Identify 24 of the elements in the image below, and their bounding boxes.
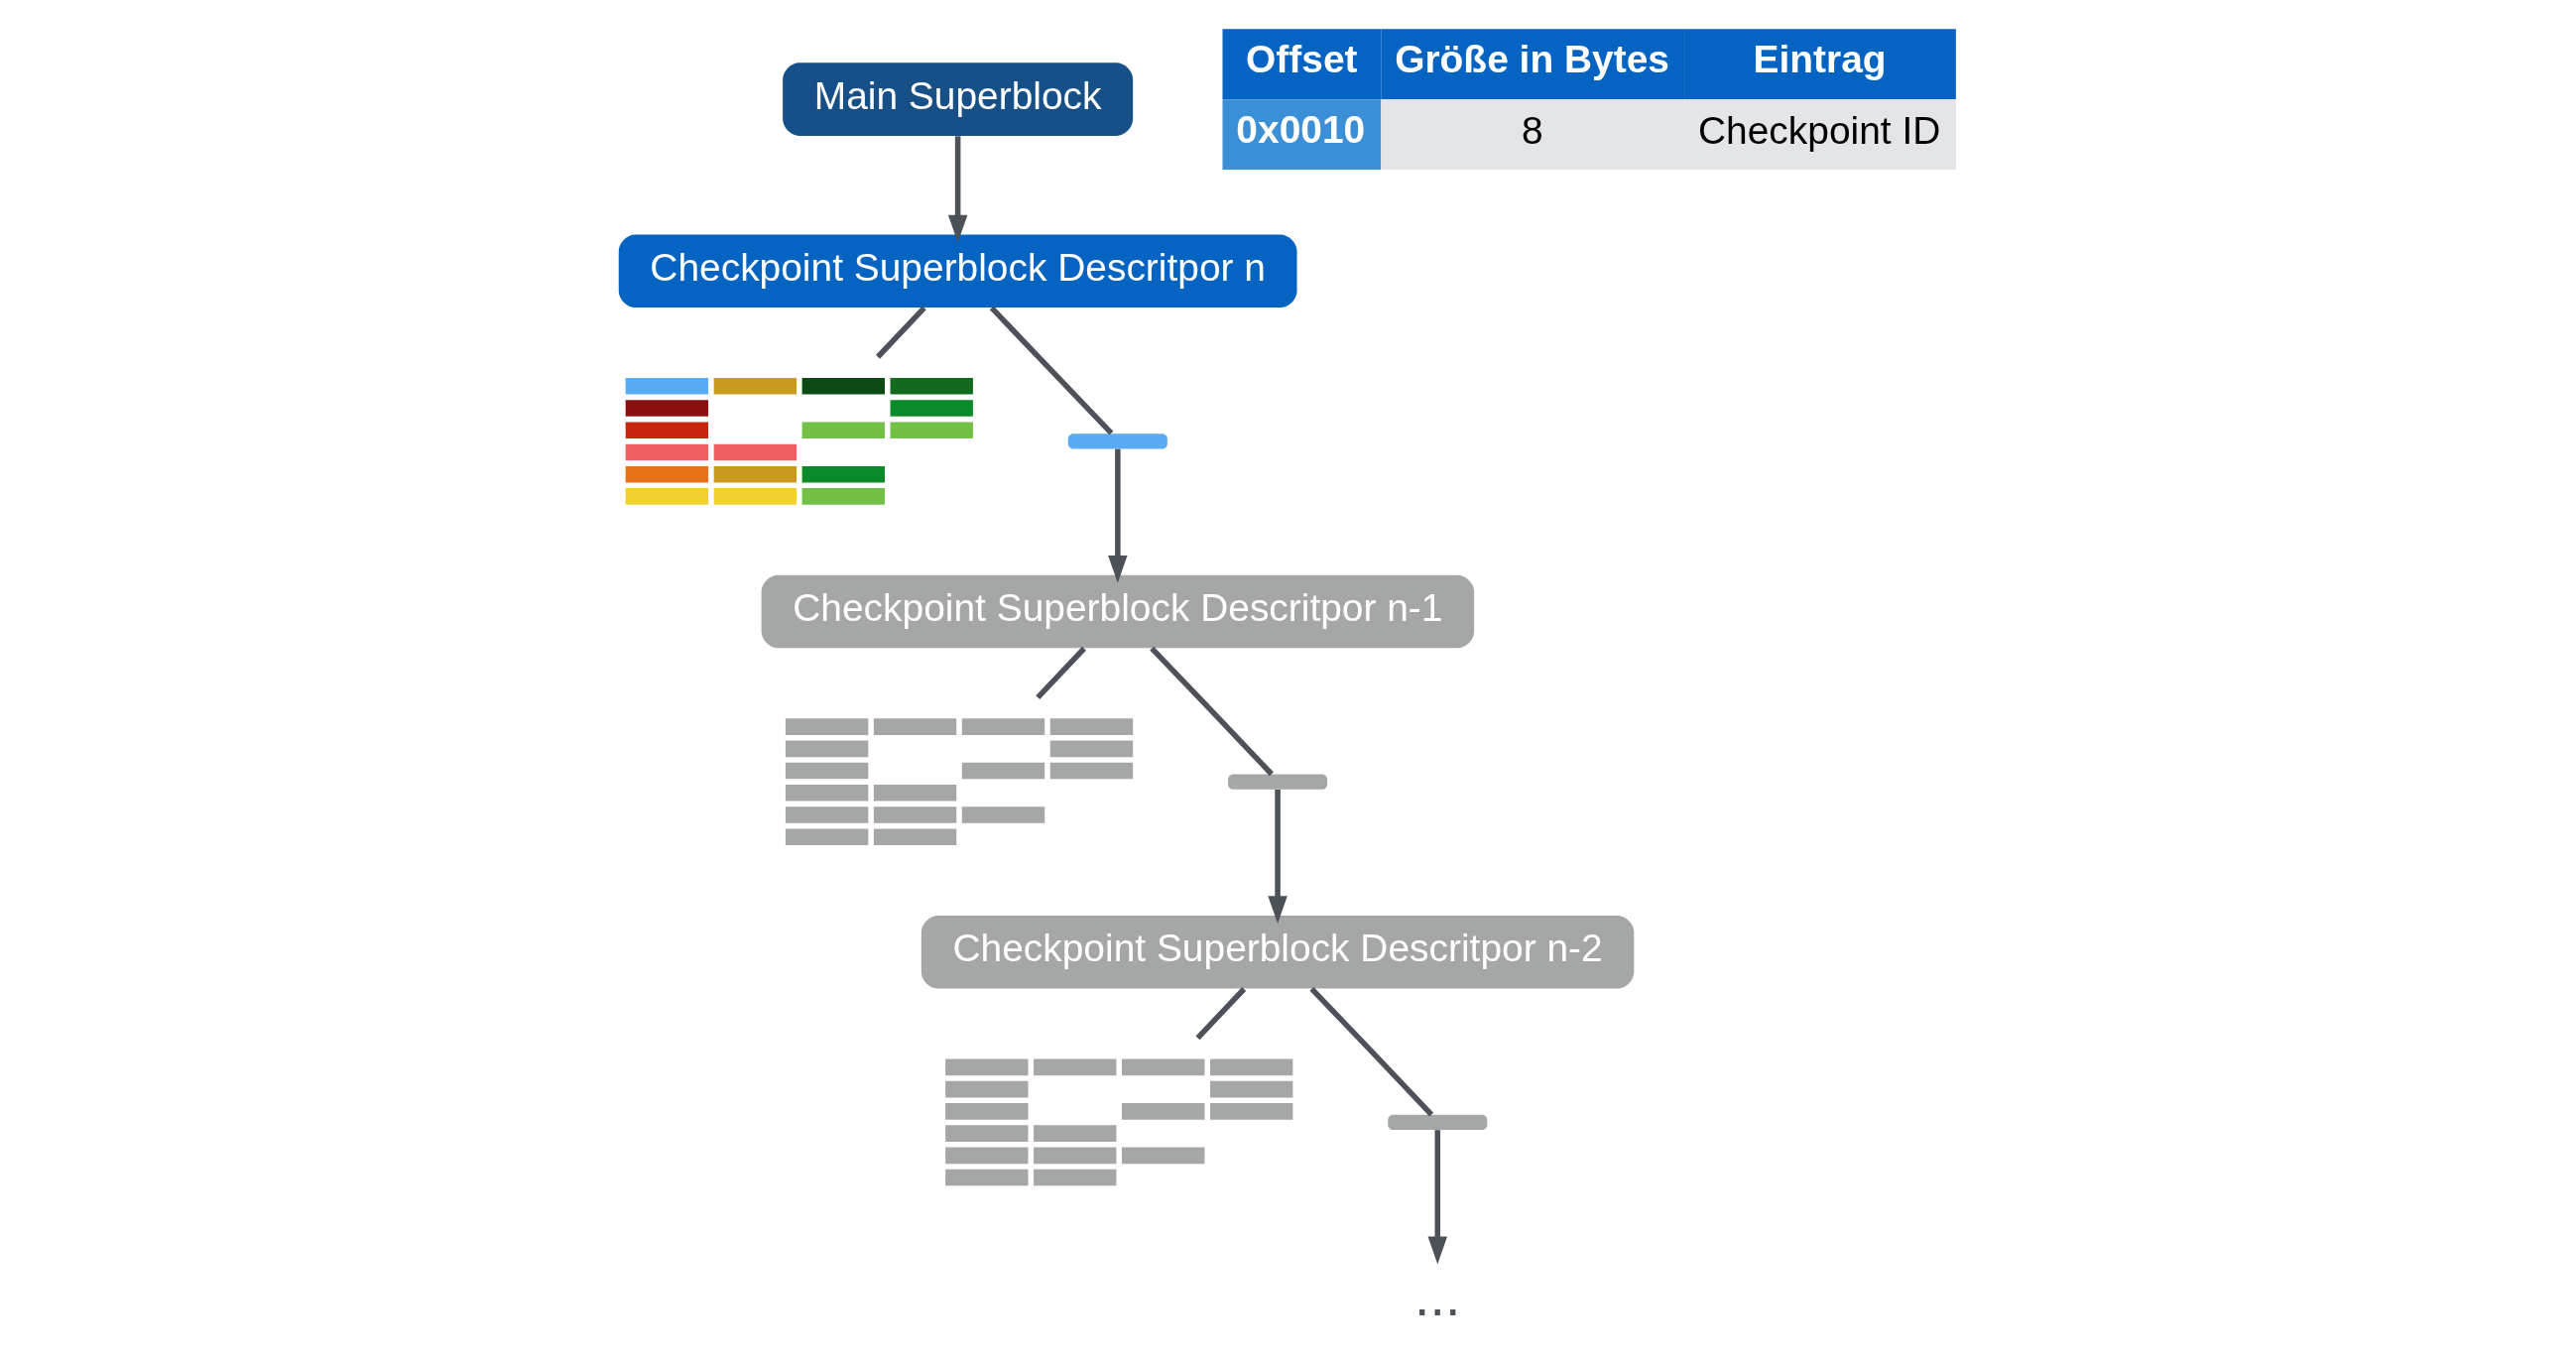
label: Eintrag [1753,37,1887,80]
node-box: Checkpoint Superblock Descritpor n-2 [920,915,1635,989]
label: Checkpoint ID [1697,109,1941,153]
connector [1309,987,1434,1117]
node-bar [1388,1114,1488,1131]
label: Offset [1246,37,1358,80]
arrow [1427,1130,1448,1265]
node-box: Main Superblock [783,62,1134,136]
connector [989,306,1114,435]
node-box: Checkpoint Superblock Descritpor n-1 [761,574,1475,649]
node-box: Checkpoint Superblock Descritpor n [618,234,1297,309]
node-text: ... [1414,1266,1461,1328]
node-bar [1067,433,1167,449]
connector [1036,646,1086,699]
node-bar [1228,774,1328,790]
connector [1195,987,1247,1041]
arrow [1108,448,1128,583]
connector [876,306,926,359]
label: Größe in Bytes [1395,37,1669,80]
label: 0x0010 [1236,107,1366,151]
label: 8 [1522,109,1543,153]
connector [1150,646,1274,777]
arrow [1268,789,1288,925]
arrow [947,136,968,243]
